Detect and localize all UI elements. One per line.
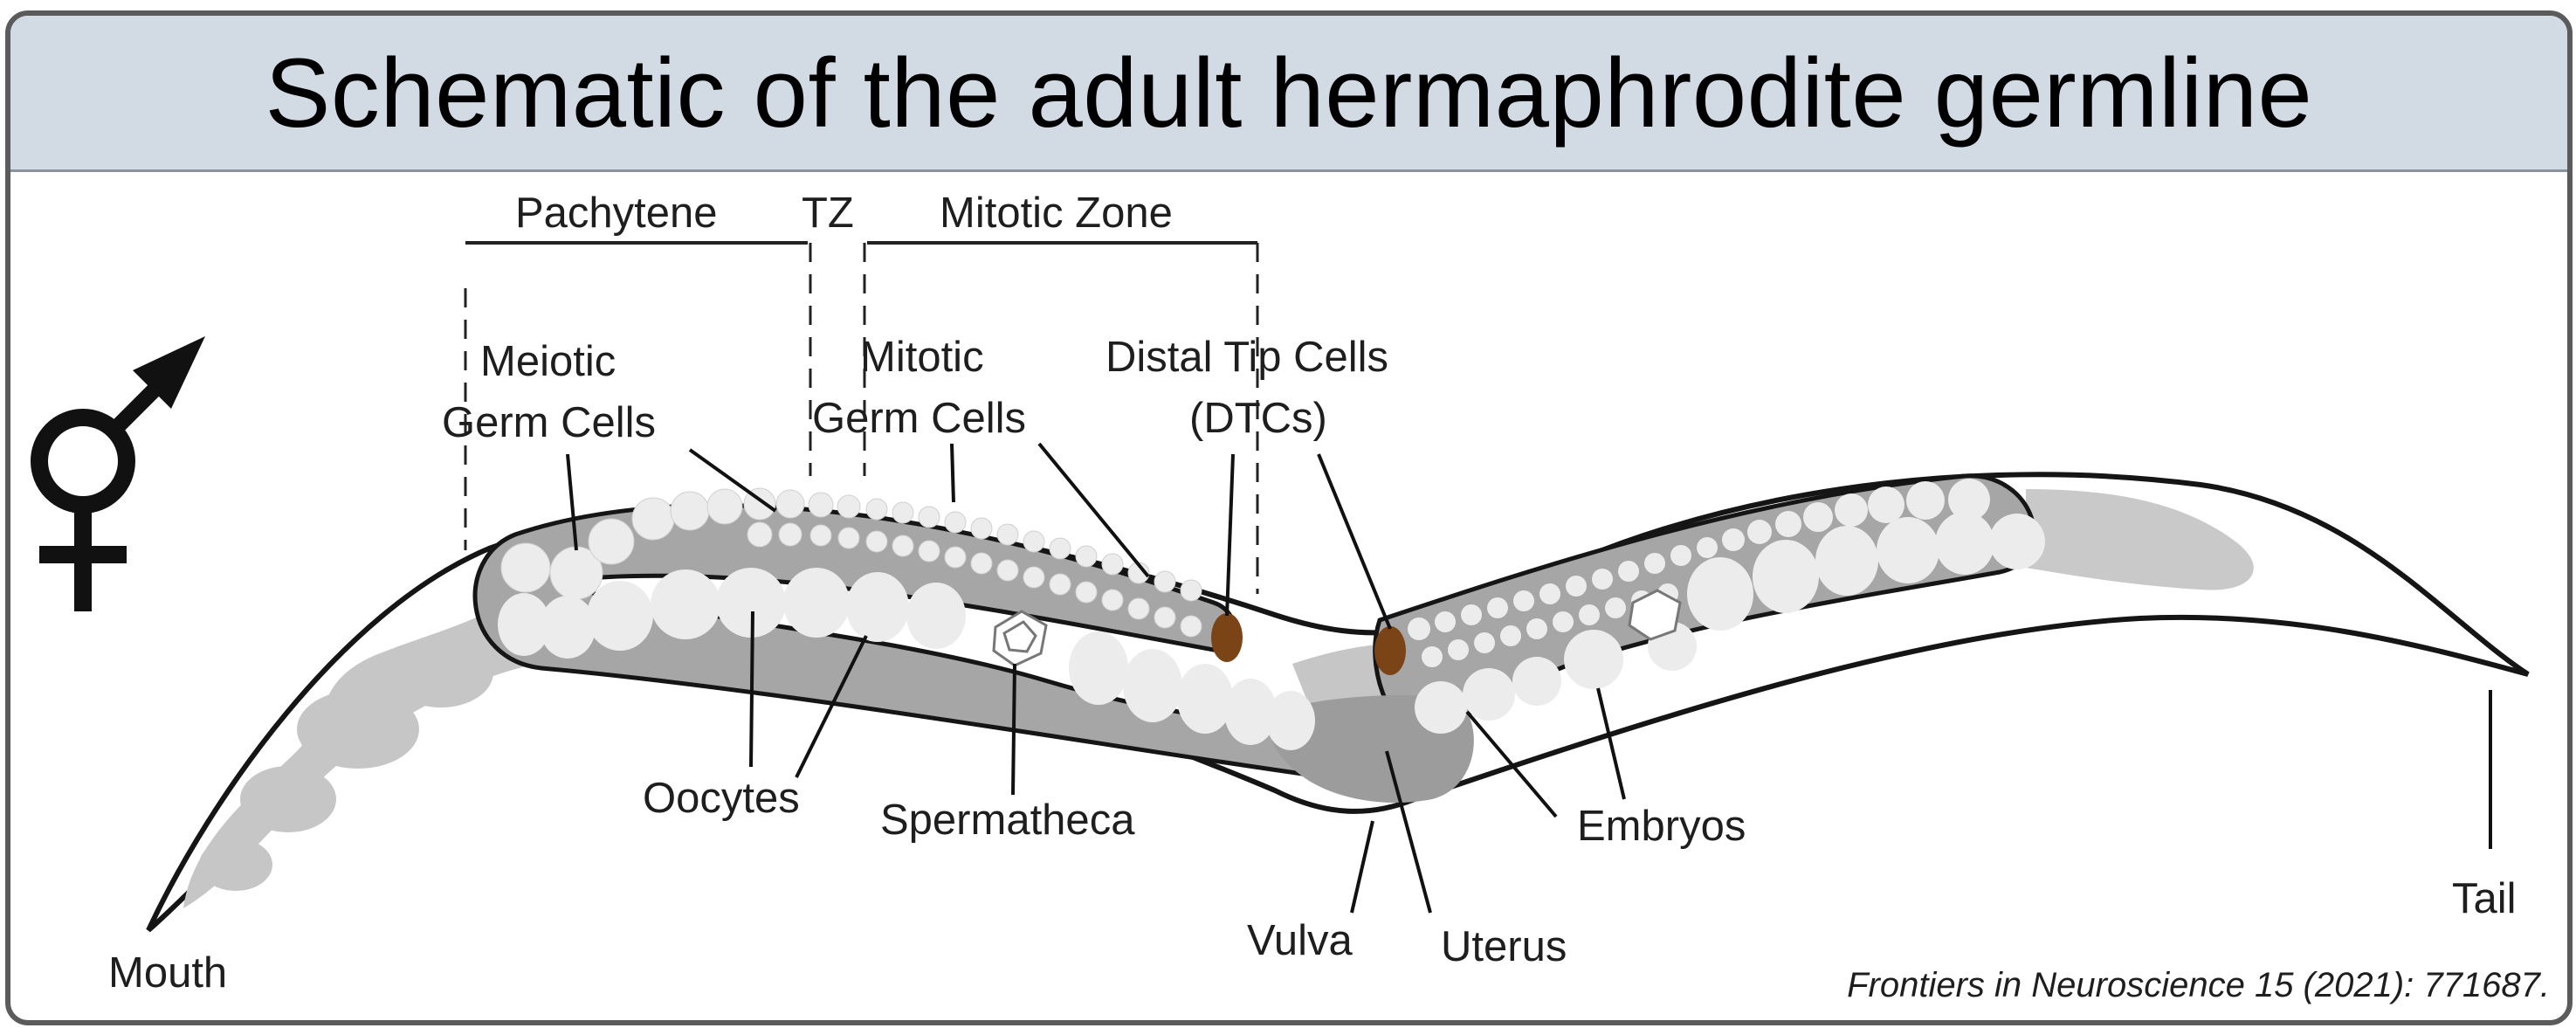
zone-label-mitotic: Mitotic Zone	[940, 190, 1173, 237]
label-mitotic-line2: Germ Cells	[812, 395, 1026, 442]
label-mouth: Mouth	[108, 949, 227, 997]
label-meiotic-line2: Germ Cells	[442, 399, 656, 446]
label-vulva: Vulva	[1247, 917, 1353, 964]
label-mitotic-line1: Mitotic	[860, 334, 984, 381]
dtc-posterior	[1374, 626, 1406, 675]
hermaphrodite-symbol-icon	[39, 336, 205, 611]
label-dtc-line2: (DTCs)	[1189, 395, 1327, 442]
label-uterus: Uterus	[1441, 923, 1567, 970]
dtc-anterior	[1211, 613, 1243, 662]
label-tail: Tail	[2452, 875, 2517, 922]
label-meiotic-line1: Meiotic	[480, 338, 616, 385]
zone-label-pachytene: Pachytene	[515, 190, 718, 237]
label-dtc-line1: Distal Tip Cells	[1105, 334, 1388, 381]
label-spermatheca: Spermatheca	[880, 797, 1135, 844]
zone-label-tz: TZ	[802, 190, 854, 237]
label-embryos: Embryos	[1577, 803, 1746, 850]
citation: Frontiers in Neuroscience 15 (2021): 771…	[1847, 966, 2550, 1005]
label-oocytes: Oocytes	[643, 775, 800, 822]
